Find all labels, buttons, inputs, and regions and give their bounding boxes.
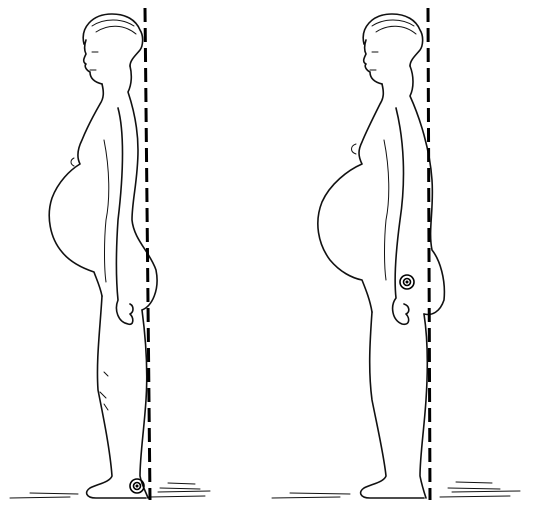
front-contour-left	[49, 84, 103, 296]
face-profile-right	[364, 40, 382, 84]
front-contour-right	[318, 84, 383, 312]
leg-front-left	[87, 296, 146, 498]
hair-left	[83, 14, 142, 66]
plumb-line-left	[145, 8, 150, 500]
leg-front-right	[361, 312, 424, 498]
plumb-line-right	[428, 8, 430, 500]
hip-marker-right	[400, 275, 414, 289]
figure-right	[272, 8, 520, 500]
hair-right	[363, 14, 422, 66]
leg-back-right	[420, 314, 427, 498]
back-contour-left	[128, 66, 157, 310]
ground-lines-right	[272, 482, 520, 498]
arm-right	[393, 108, 409, 324]
figure-left	[10, 8, 210, 500]
arm-left	[116, 108, 133, 324]
face-profile-left	[84, 40, 102, 84]
ankle-marker-left	[130, 479, 144, 493]
back-contour-right	[410, 66, 444, 314]
leg-back-left	[140, 310, 148, 498]
ground-lines-left	[10, 483, 210, 498]
